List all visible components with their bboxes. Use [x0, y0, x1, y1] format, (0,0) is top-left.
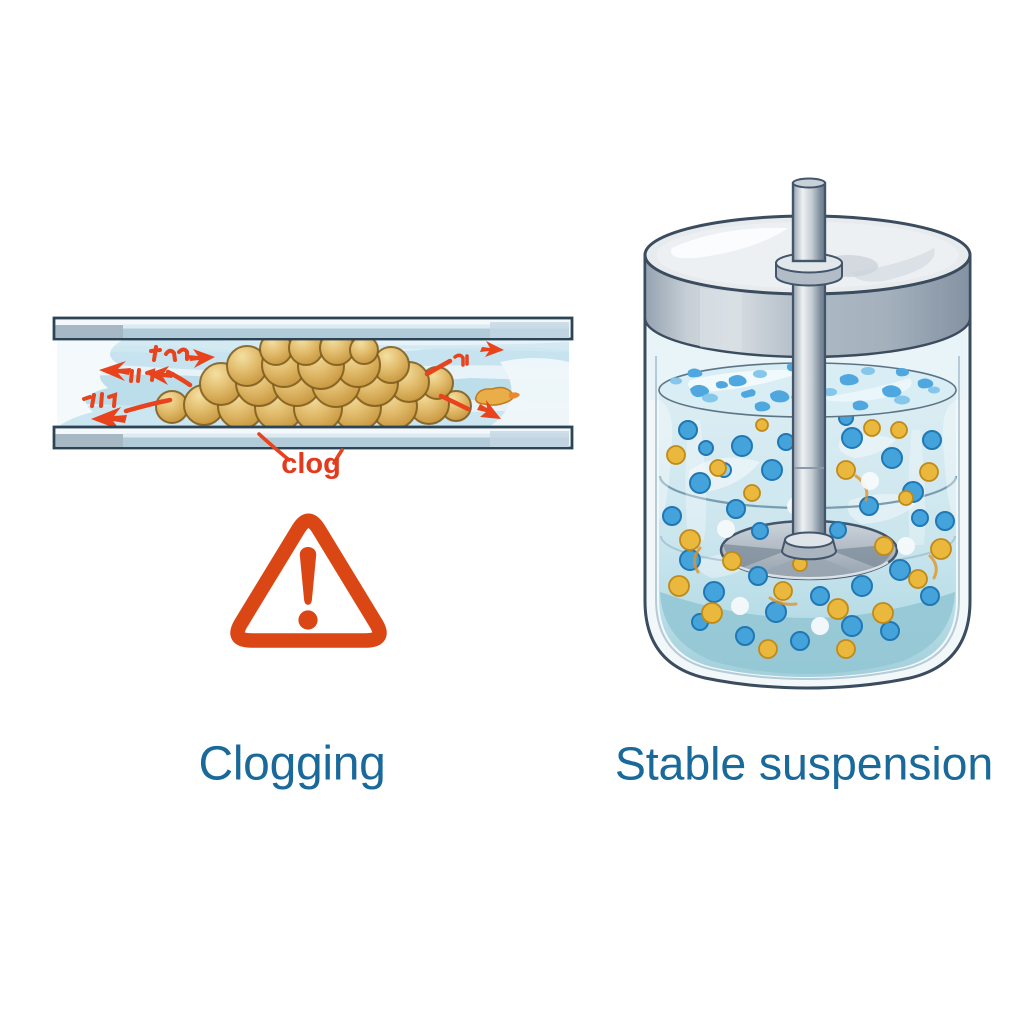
svg-text:Clogging: Clogging [198, 738, 385, 791]
svg-text:Stable suspension: Stable suspension [615, 738, 993, 790]
svg-text:clog: clog [281, 448, 341, 480]
